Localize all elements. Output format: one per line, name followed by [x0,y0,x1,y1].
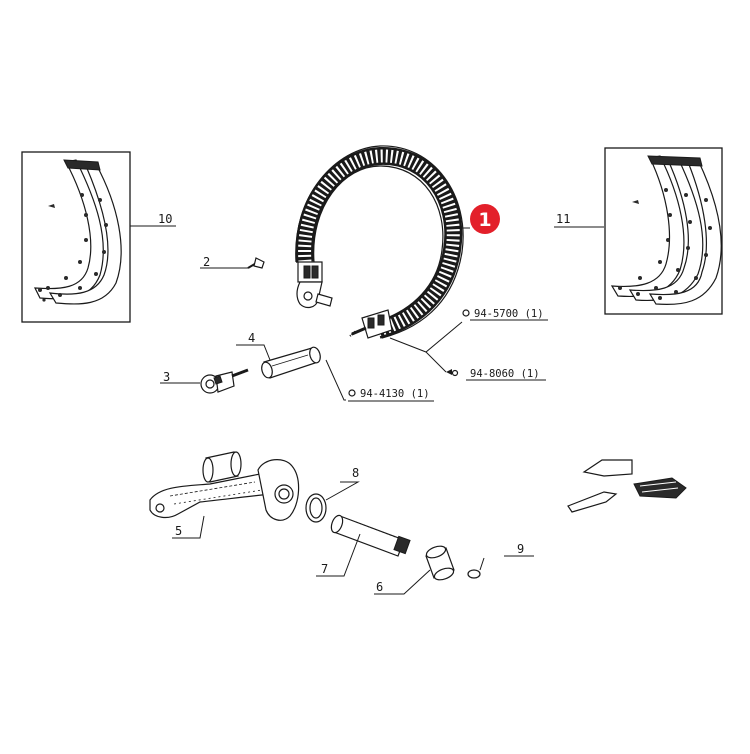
callout-7: 7 [321,562,328,576]
rod-end-part-3 [200,368,249,394]
ring-part-8 [305,493,327,523]
highlight-badge: 1 [470,204,500,234]
washer-icon [462,309,470,317]
inset-box-lining-11 [604,147,723,315]
pin-icon [446,369,452,375]
callout-4: 4 [248,331,255,345]
callout-labels: 10 11 2 3 4 5 6 7 8 9 [158,212,570,594]
bolt-part-2 [247,257,265,269]
ref-94-8060: 94-8060 (1) [470,368,540,380]
callout-2: 2 [203,255,210,269]
sleeve-part-4 [261,346,321,379]
callout-9: 9 [517,542,524,556]
callout-5: 5 [175,524,182,538]
direction-arrows-logo [567,459,687,513]
nut-part-9 [467,569,481,579]
ref-94-4130: 94-4130 (1) [360,388,430,400]
brake-band-part-1 [295,145,464,339]
shaft-part-7 [330,514,411,557]
bush-part-6 [425,545,455,581]
ref-94-5700: 94-5700 (1) [474,308,544,320]
washer-icon [348,389,356,397]
callout-6: 6 [376,580,383,594]
callout-10: 10 [158,212,172,226]
callout-8: 8 [352,466,359,480]
washer-icon [451,369,459,377]
callout-3: 3 [163,370,170,384]
badge-circle [470,204,500,234]
badge-number: 1 [478,209,491,231]
hardware-icons [348,309,470,397]
leader-lines [130,225,604,595]
inset-box-lining-10 [21,151,131,323]
lever-part-5 [149,451,300,521]
reference-labels: 94-5700 (1) 94-8060 (1) 94-4130 (1) [360,308,544,400]
callout-11: 11 [556,212,570,226]
